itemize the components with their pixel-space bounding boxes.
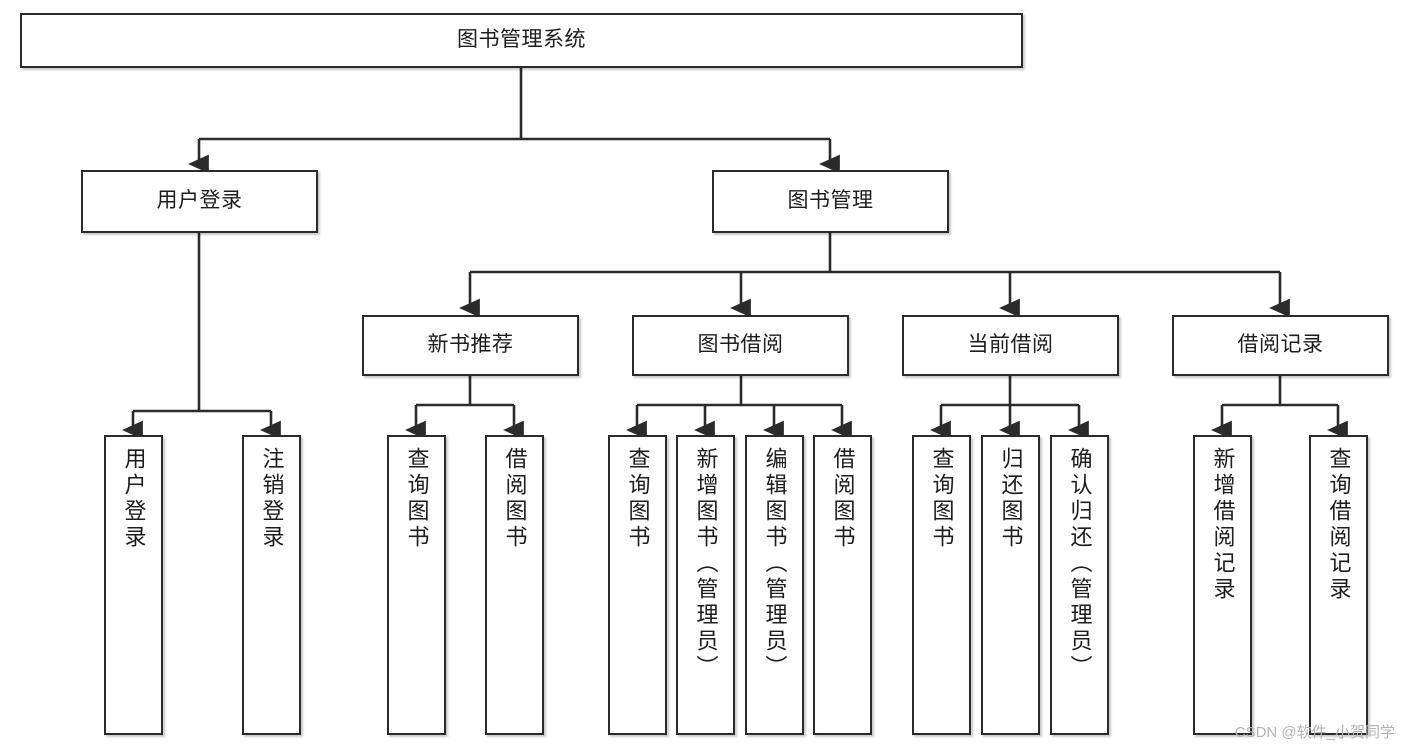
node-leaf-label: 借阅图书: [502, 447, 528, 551]
node-leaf-book-borrow-3[interactable]: 编辑图书（管理员）: [745, 435, 804, 735]
node-leaf-user-login-1[interactable]: 用户登录: [104, 435, 163, 735]
node-leaf-book-borrow-1[interactable]: 查询图书: [608, 435, 667, 735]
node-book-manage[interactable]: 图书管理: [712, 170, 949, 233]
node-leaf-new-book-2[interactable]: 借阅图书: [485, 435, 544, 735]
node-leaf-label: 归还图书: [998, 447, 1024, 551]
node-leaf-current-borrow-1[interactable]: 查询图书: [912, 435, 971, 735]
node-user-login-label: 用户登录: [156, 189, 243, 213]
node-leaf-label: 用户登录: [121, 447, 147, 551]
node-leaf-borrow-record-2[interactable]: 查询借阅记录: [1309, 435, 1368, 735]
node-leaf-borrow-record-1[interactable]: 新增借阅记录: [1193, 435, 1252, 735]
node-leaf-book-borrow-4[interactable]: 借阅图书: [813, 435, 872, 735]
node-current-borrow[interactable]: 当前借阅: [902, 315, 1119, 376]
node-current-borrow-label: 当前借阅: [967, 333, 1054, 357]
node-user-login[interactable]: 用户登录: [81, 170, 318, 233]
node-book-borrow[interactable]: 图书借阅: [632, 315, 849, 376]
node-book-manage-label: 图书管理: [787, 189, 874, 213]
node-book-borrow-label: 图书借阅: [697, 333, 784, 357]
node-leaf-label: 借阅图书: [830, 447, 856, 551]
node-leaf-new-book-1[interactable]: 查询图书: [387, 435, 446, 735]
node-leaf-label: 查询图书: [625, 447, 651, 551]
node-borrow-record-label: 借阅记录: [1237, 333, 1324, 357]
node-leaf-book-borrow-2[interactable]: 新增图书（管理员）: [676, 435, 735, 735]
node-leaf-label: 查询图书: [929, 447, 955, 551]
node-root[interactable]: 图书管理系统: [20, 13, 1023, 68]
node-leaf-user-login-2[interactable]: 注销登录: [242, 435, 301, 735]
node-new-book[interactable]: 新书推荐: [362, 315, 579, 376]
watermark: CSDN @软件_小贺同学: [1234, 724, 1395, 741]
node-root-label: 图书管理系统: [457, 28, 586, 52]
node-leaf-label: 查询图书: [404, 447, 430, 551]
node-leaf-label: 新增借阅记录: [1210, 447, 1236, 603]
node-new-book-label: 新书推荐: [427, 333, 514, 357]
node-leaf-current-borrow-2[interactable]: 归还图书: [981, 435, 1040, 735]
node-leaf-label: 确认归还（管理员）: [1067, 447, 1093, 681]
node-leaf-label: 注销登录: [259, 447, 285, 551]
node-borrow-record[interactable]: 借阅记录: [1172, 315, 1389, 376]
node-leaf-label: 新增图书（管理员）: [693, 447, 719, 681]
node-leaf-label: 查询借阅记录: [1326, 447, 1352, 603]
node-leaf-current-borrow-3[interactable]: 确认归还（管理员）: [1050, 435, 1109, 735]
node-leaf-label: 编辑图书（管理员）: [762, 447, 788, 681]
